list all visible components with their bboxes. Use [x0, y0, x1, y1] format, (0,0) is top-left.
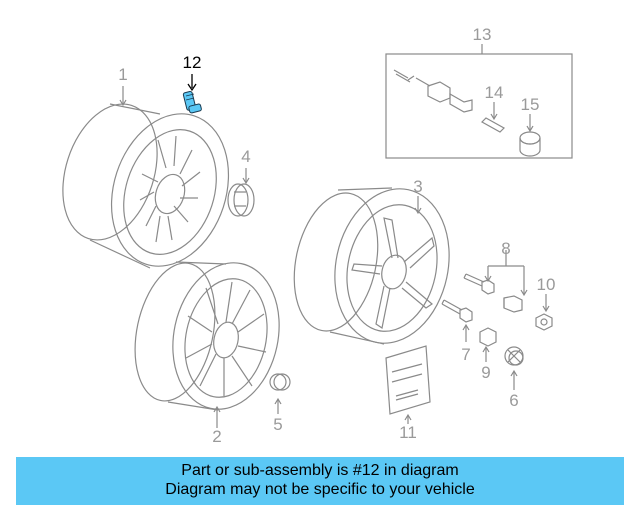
callout-15: 15 — [520, 95, 540, 114]
callout-8: 8 — [501, 239, 511, 258]
wheel-1-drawing — [62, 103, 230, 269]
part-5-drawing — [269, 373, 291, 391]
part-6-drawing — [504, 346, 524, 366]
callout-14: 14 — [484, 83, 504, 102]
callout-5: 5 — [273, 415, 283, 434]
banner-line-1: Part or sub-assembly is #12 in diagram — [181, 462, 459, 479]
callout-6: 6 — [509, 391, 519, 410]
callout-10: 10 — [536, 275, 556, 294]
callout-1: 1 — [118, 65, 128, 84]
wheel-3-drawing — [293, 187, 450, 345]
callout-7: 7 — [461, 345, 471, 364]
parts-diagram — [62, 44, 573, 428]
callout-4: 4 — [241, 147, 251, 166]
callout-3: 3 — [413, 177, 423, 196]
part-4-drawing — [227, 183, 255, 217]
part-13-box — [385, 53, 573, 159]
callout-9: 9 — [481, 363, 491, 382]
part-11-drawing — [385, 345, 431, 415]
callout-11: 11 — [399, 423, 417, 442]
info-banner: Part or sub-assembly is #12 in diagram D… — [16, 457, 624, 505]
callout-2: 2 — [212, 427, 222, 446]
wheel-2-drawing — [134, 261, 280, 411]
banner-line-2: Diagram may not be specific to your vehi… — [165, 481, 475, 498]
part-7-drawing — [441, 299, 473, 323]
part-10-drawing — [535, 313, 553, 331]
callout-12: 12 — [182, 53, 202, 72]
part-8-drawing — [463, 273, 523, 313]
part-9-drawing — [479, 327, 497, 347]
part-12-drawing — [182, 74, 202, 114]
callout-13: 13 — [472, 25, 492, 44]
leader-lines — [119, 44, 550, 428]
